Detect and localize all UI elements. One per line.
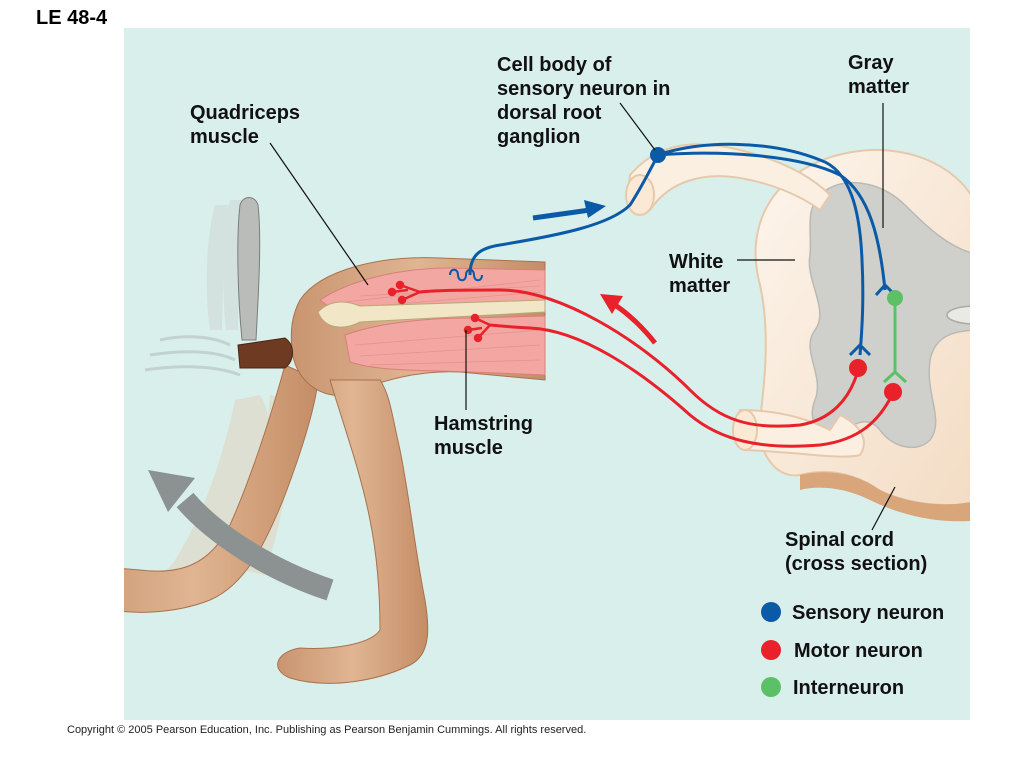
label-gray-matter: Gray matter xyxy=(848,52,910,98)
motor-neuron-hamstring xyxy=(489,323,895,448)
femur-bone xyxy=(317,299,546,328)
label-white-matter: White matter xyxy=(669,251,731,297)
legend-swatch-interneuron xyxy=(761,677,781,697)
reflex-hammer-handle xyxy=(237,197,261,341)
motor-signal-arrow xyxy=(613,302,657,345)
legend-label-motor: Motor neuron xyxy=(794,640,923,662)
legend-swatch-sensory xyxy=(761,602,781,622)
leader-lines xyxy=(269,102,896,531)
interneuron-cell-body xyxy=(887,290,903,306)
label-quadriceps-muscle: Quadriceps muscle xyxy=(190,102,301,148)
kick-direction-arrow xyxy=(176,492,334,601)
figure-id: LE 48-4 xyxy=(36,7,108,29)
copyright-notice: Copyright © 2005 Pearson Education, Inc.… xyxy=(67,724,587,736)
hammer-motion-ghost xyxy=(144,200,245,377)
gray-matter-shape xyxy=(808,182,970,449)
sensory-neuron-path xyxy=(468,142,865,356)
sensory-signal-arrow xyxy=(532,207,591,221)
label-sensory-cell-body: Cell body of sensory neuron in dorsal ro… xyxy=(497,54,671,148)
label-spinal-cord: Spinal cord (cross section) xyxy=(785,529,928,575)
spinal-cord-base xyxy=(800,472,970,522)
legend-label-sensory: Sensory neuron xyxy=(792,602,945,624)
reflex-hammer-head xyxy=(237,337,293,369)
sensory-cell-body xyxy=(650,147,666,163)
motor-neuron-quadriceps xyxy=(419,288,860,428)
motor-cell-body-2 xyxy=(884,383,902,401)
motor-cell-body-1 xyxy=(849,359,867,377)
label-hamstring-muscle: Hamstring muscle xyxy=(434,413,533,459)
lower-leg-kicked xyxy=(124,364,319,613)
legend-label-interneuron: Interneuron xyxy=(793,677,905,699)
hamstring-muscle xyxy=(344,315,546,376)
legend-swatch-motor xyxy=(761,640,781,660)
lower-leg-standing xyxy=(277,379,429,684)
